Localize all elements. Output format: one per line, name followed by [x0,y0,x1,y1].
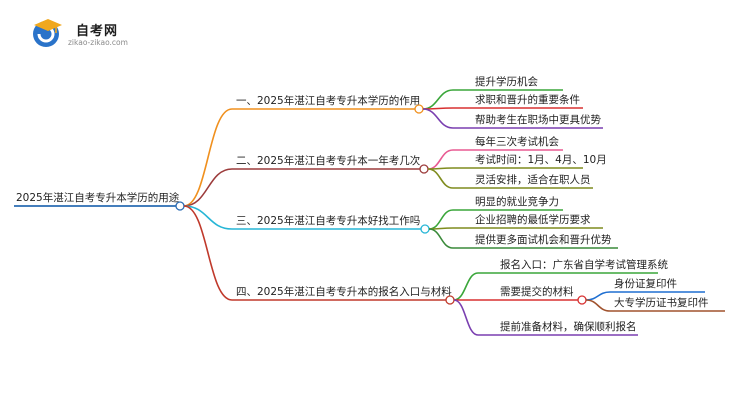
branch-2-node[interactable] [419,164,429,174]
branch-3-leaf-1-label: 明显的就业竞争力 [475,195,559,208]
materials-leaf-1-label: 身份证复印件 [614,277,677,290]
branch-1-leaf-1-connector [422,89,454,110]
materials-leaf-1-connector [585,291,611,301]
root-label: 2025年湛江自考专升本学历的用途 [16,191,180,204]
branch-4-label: 四、2025年湛江自考专升本的报名入口与材料 [236,285,452,298]
root-node[interactable] [175,201,185,211]
branch-2-leaf-3-label: 灵活安排，适合在职人员 [475,173,591,186]
branch-1-leaf-3-connector [422,108,454,129]
branch-2-leaf-1-connector [427,149,454,170]
branch-3-node[interactable] [420,224,430,234]
branch-4-leaf-3-connector [453,299,479,336]
branch-1-node[interactable] [414,104,424,114]
branch-4-leaf-1-connector [453,272,479,301]
branch-1-leaf-2-label: 求职和晋升的重要条件 [475,93,580,106]
logo-name: 自考网 [76,24,119,39]
materials-leaf-2-connector [585,299,611,312]
branch-4-leaf-2-node[interactable] [577,295,587,305]
branch-2-label: 二、2025年湛江自考专升本一年考几次 [236,154,421,167]
graduation-cap-logo-icon [33,19,62,47]
site-logo[interactable]: 自考网 zikao-zikao.com [30,16,140,52]
branch-3-leaf-3-connector [428,228,454,249]
branch-1-leaf-1-label: 提升学历机会 [475,75,538,88]
branch-4-node[interactable] [445,295,455,305]
logo-domain: zikao-zikao.com [68,38,128,47]
branch-4-leaf-3-label: 提前准备材料，确保顺利报名 [500,320,637,333]
branch-1-leaf-3-label: 帮助考生在职场中更具优势 [475,113,601,126]
branch-3-label: 三、2025年湛江自考专升本好找工作吗 [236,214,420,227]
branch-3-connector [183,205,233,230]
branch-2-connector [183,168,233,207]
branch-2-leaf-3-connector [427,168,454,189]
branch-4-leaf-1-label: 报名入口：广东省自学考试管理系统 [500,258,668,271]
branch-4-leaf-2-label: 需要提交的材料 [500,285,574,298]
branch-3-leaf-1-connector [428,209,454,230]
branch-1-connector [183,108,233,207]
branch-2-leaf-1-label: 每年三次考试机会 [475,135,559,148]
branch-1-label: 一、2025年湛江自考专升本学历的作用 [236,94,420,107]
branch-2-leaf-2-label: 考试时间：1月、4月、10月 [475,153,607,166]
branch-4-connector [183,205,233,301]
branch-3-leaf-2-label: 企业招聘的最低学历要求 [475,213,591,226]
materials-leaf-2-label: 大专学历证书复印件 [614,296,709,309]
branch-3-leaf-3-label: 提供更多面试机会和晋升优势 [475,233,612,246]
